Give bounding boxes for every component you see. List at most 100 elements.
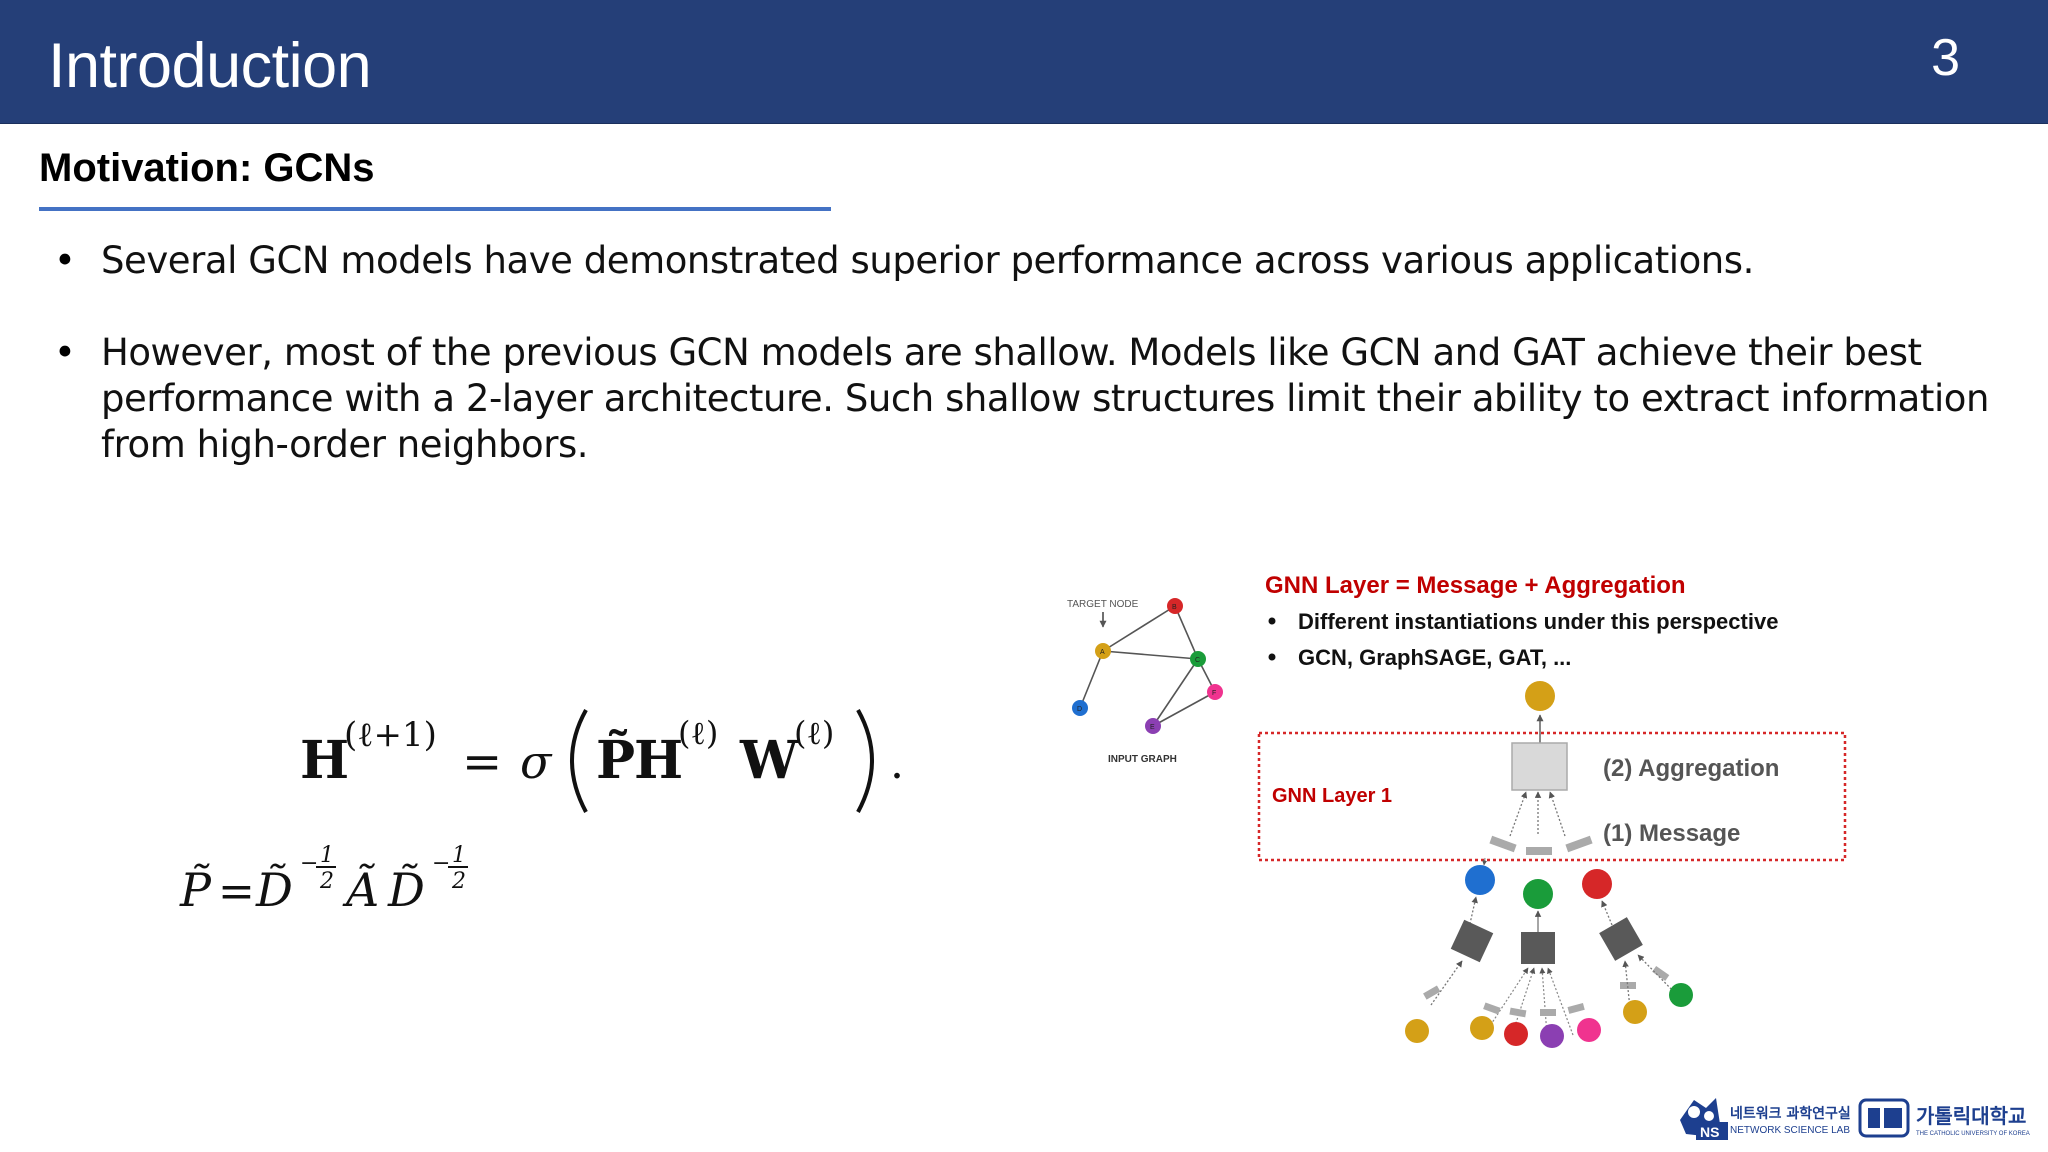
- message-bar: [1540, 1009, 1556, 1016]
- slide-title: Introduction: [48, 31, 372, 101]
- message-bar: [1565, 835, 1593, 853]
- university-name-en: THE CATHOLIC UNIVERSITY OF KOREA: [1916, 1131, 2030, 1137]
- bullet-line: from high-order neighbors.: [101, 423, 589, 466]
- figure-point-2: GCN, GraphSAGE, GAT, ...: [1298, 645, 1571, 670]
- leaf-node-gold: [1405, 1019, 1429, 1043]
- section-heading: Motivation: GCNs: [39, 146, 375, 190]
- university-name-kr: 가톨릭대학교: [1916, 1104, 2026, 1128]
- eq-exp-numerator: 1: [320, 843, 334, 868]
- input-graph: TARGET NODE A B C D E F INPUT GRAPH: [1067, 598, 1223, 765]
- graph-node-b: [1167, 598, 1183, 614]
- neighbor-node-green: [1523, 879, 1553, 909]
- graph-edge: [1079, 650, 1104, 709]
- node-letter: B: [1172, 604, 1177, 611]
- eq-h-symbol: H: [634, 730, 683, 791]
- slide-number: 3: [1931, 29, 1960, 87]
- graph-edge: [1152, 691, 1216, 727]
- gnn-layer-label: GNN Layer 1: [1272, 785, 1392, 807]
- figure-title: GNN Layer = Message + Aggregation: [1265, 572, 1686, 599]
- bullet-marker: •: [54, 239, 76, 282]
- graph-node-e: [1145, 718, 1161, 734]
- message-bar: [1509, 1007, 1527, 1018]
- graph-edge: [1174, 605, 1199, 660]
- message-bar: [1489, 835, 1517, 853]
- eq-sigma: σ: [520, 735, 553, 789]
- eq-period: .: [890, 738, 904, 789]
- leaf-node-pink: [1577, 1018, 1601, 1042]
- eq-minus: −: [300, 851, 318, 876]
- message-bar: [1483, 1002, 1501, 1015]
- sub-aggregator-left: [1405, 896, 1494, 1043]
- eq-h-symbol: H: [300, 730, 349, 791]
- leaf-node-gold: [1470, 1016, 1494, 1040]
- sub-aggregator-right: [1599, 900, 1693, 1024]
- figure-bullet-dot: [1268, 617, 1276, 625]
- eq-p-symbol: P̃: [596, 730, 635, 791]
- graph-node-c: [1190, 651, 1206, 667]
- edge-arrow: [1482, 857, 1488, 866]
- gnn-layer-box: [1257, 731, 1847, 862]
- normalization-equation: P̃ = D̃ − 1 2 Ã D̃ − 1 2: [178, 840, 498, 924]
- lab-badge: NS: [1700, 1124, 1719, 1140]
- eq-equals: =: [218, 866, 255, 917]
- network-science-lab-logo: NS 네트워크 과학연구실 NETWORK SCIENCE LAB: [1680, 1098, 1851, 1140]
- bullet-line: Several GCN models have demonstrated sup…: [101, 239, 1754, 282]
- message-bar: [1652, 965, 1670, 981]
- eq-p-symbol: P̃: [179, 863, 212, 917]
- leaf-node-purple: [1540, 1024, 1564, 1048]
- message-bar: [1526, 847, 1552, 855]
- message-bar: [1567, 1003, 1585, 1014]
- gnn-layer-figure: TARGET NODE A B C D E F INPUT GRAPH GNN …: [1060, 565, 1880, 1055]
- sub-aggregator-center: [1470, 910, 1601, 1048]
- aggregator-box: [1450, 919, 1494, 963]
- eq-exp-numerator: 1: [452, 843, 466, 868]
- figure-bullet-dot: [1268, 653, 1276, 661]
- bullet-marker: •: [54, 331, 76, 374]
- eq-w-symbol: W: [739, 730, 800, 791]
- eq-d-symbol: D̃: [255, 863, 293, 917]
- node-letter: F: [1212, 690, 1216, 697]
- target-node-caption: TARGET NODE: [1067, 599, 1139, 610]
- leaf-node-red: [1504, 1022, 1528, 1046]
- graph-node-f: [1207, 684, 1223, 700]
- eq-d-symbol: D̃: [387, 863, 425, 917]
- input-graph-caption: INPUT GRAPH: [1108, 754, 1177, 765]
- neighbor-node-red: [1582, 869, 1612, 899]
- graph-edge: [1152, 658, 1199, 727]
- footer-logos: NS 네트워크 과학연구실 NETWORK SCIENCE LAB 가톨릭대학교…: [1676, 1094, 2036, 1142]
- eq-equals: =: [462, 734, 502, 790]
- catholic-university-logo: 가톨릭대학교 THE CATHOLIC UNIVERSITY OF KOREA: [1858, 1098, 2030, 1138]
- node-letter: D: [1077, 706, 1082, 713]
- eq-w-superscript: (ℓ): [794, 714, 834, 752]
- node-letter: E: [1150, 724, 1155, 731]
- lab-name-en: NETWORK SCIENCE LAB: [1730, 1125, 1850, 1136]
- graph-edge: [1102, 605, 1176, 652]
- leaf-node-green: [1669, 983, 1693, 1007]
- bullet-line: However, most of the previous GCN models…: [101, 331, 1922, 374]
- bullet-text-2: However, most of the previous GCN models…: [101, 330, 2001, 468]
- eq-a-symbol: Ã: [342, 863, 379, 917]
- node-letter: C: [1195, 657, 1200, 664]
- figure-point-1: Different instantiations under this pers…: [1298, 609, 1778, 634]
- section-underline: [39, 207, 831, 211]
- eq-right-paren: [856, 709, 874, 813]
- eq-minus: −: [432, 851, 450, 876]
- message-bar: [1423, 985, 1441, 1000]
- aggregation-label: (2) Aggregation: [1603, 755, 1779, 782]
- graph-node-a: [1095, 643, 1111, 659]
- leaf-node-gold: [1623, 1000, 1647, 1024]
- lab-name-kr: 네트워크 과학연구실: [1730, 1106, 1851, 1122]
- message-arrow: [1548, 791, 1566, 837]
- eq-h-superscript: (ℓ+1): [344, 715, 437, 755]
- aggregator-box: [1599, 917, 1643, 961]
- graph-node-d: [1072, 700, 1088, 716]
- output-node: [1525, 681, 1555, 711]
- bullet-text-1: Several GCN models have demonstrated sup…: [101, 238, 2001, 284]
- eq-left-paren: [570, 709, 588, 813]
- title-bar: Introduction 3: [0, 0, 2048, 124]
- node-letter: A: [1100, 649, 1105, 656]
- eq-exp-denominator: 2: [319, 869, 334, 894]
- neighbor-node-blue: [1465, 865, 1495, 895]
- eq-exp-denominator: 2: [451, 869, 466, 894]
- graph-edge: [1102, 650, 1199, 660]
